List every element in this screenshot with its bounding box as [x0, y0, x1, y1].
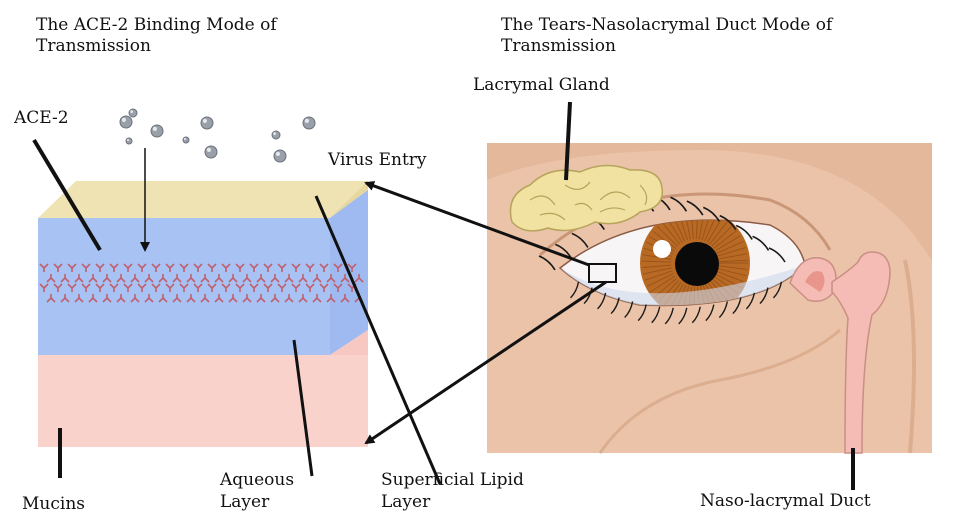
aqueous-label-line2: Layer: [220, 493, 269, 512]
duct-label: Naso-lacrymal Duct: [700, 492, 871, 511]
right-title-line2: Transmission: [501, 37, 616, 56]
virus-particle: [183, 137, 189, 143]
virus-particle: [303, 117, 315, 129]
eye-panel: [487, 143, 932, 453]
virus-particle: [205, 146, 217, 158]
left-title-line1: The ACE-2 Binding Mode of: [36, 16, 277, 35]
virus-particle: [274, 150, 286, 162]
ace2-label: ACE-2: [14, 109, 69, 128]
virus-particle: [126, 138, 132, 144]
mucin-layer: [38, 355, 368, 447]
virus-particle: [120, 116, 132, 128]
lipid-label-line1: Superficial Lipid: [381, 471, 524, 490]
aqueous-layer: [38, 218, 330, 355]
focus-box: [589, 264, 616, 282]
virus-particles: [120, 109, 315, 162]
virus-particle: [201, 117, 213, 129]
tear-film-block: [38, 181, 368, 447]
left-title-line2: Transmission: [36, 37, 151, 56]
mucins-label: Mucins: [22, 495, 85, 514]
virus-particle: [151, 125, 163, 137]
iris-highlight: [653, 240, 671, 258]
lacrymal-gland-label: Lacrymal Gland: [473, 76, 610, 95]
virus-entry-label: Virus Entry: [328, 151, 427, 170]
aqueous-label-line1: Aqueous: [220, 471, 294, 490]
lipid-label-line2: Layer: [381, 493, 430, 512]
pupil: [675, 242, 719, 286]
virus-particle: [272, 131, 280, 139]
virus-particle: [129, 109, 137, 117]
right-title-line1: The Tears-Nasolacrymal Duct Mode of: [501, 16, 832, 35]
